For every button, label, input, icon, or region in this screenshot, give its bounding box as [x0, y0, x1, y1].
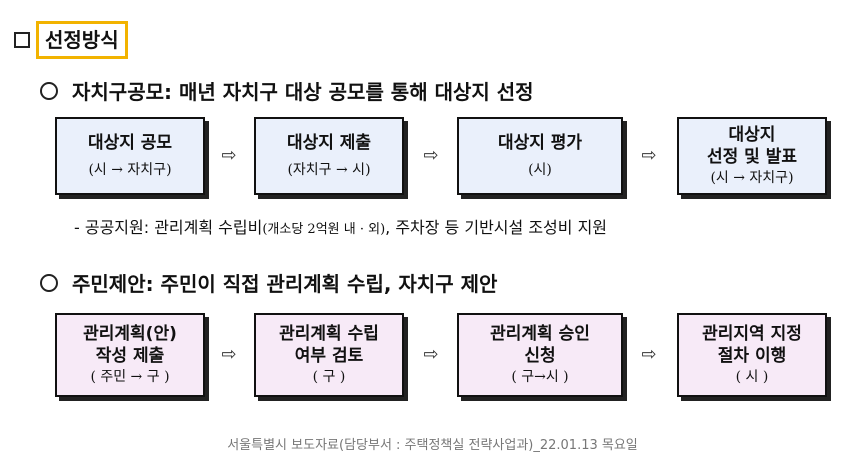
flow1-step4: 대상지 선정 및 발표 (시 → 자치구) — [677, 117, 827, 195]
step-sub: (시 → 자치구) — [710, 170, 794, 186]
section-heading: 선정방식 — [14, 20, 128, 60]
right-arrow-icon: ⇨ — [423, 145, 439, 166]
method2-title: 주민제안: 주민이 직접 관리계획 수립, 자치구 제안 — [72, 272, 498, 296]
step-title: 대상지 평가 — [497, 133, 583, 153]
step-title-line1: 관리계획 승인 — [490, 324, 590, 344]
step-sub: ( 구→시 ) — [511, 369, 569, 385]
right-arrow-icon: ⇨ — [221, 344, 237, 365]
flow2-step1: 관리계획(안) 작성 제출 ( 주민 → 구 ) — [55, 313, 205, 397]
step-sub: (시 → 자치구) — [88, 162, 172, 178]
step-sub: (시) — [528, 162, 552, 178]
method2-title-row: 주민제안: 주민이 직접 관리계획 수립, 자치구 제안 — [40, 268, 497, 297]
flow1-step3: 대상지 평가 (시) — [457, 117, 623, 195]
checkbox-icon — [14, 32, 30, 48]
step-title-line2: 신청 — [524, 346, 556, 366]
right-arrow-icon: ⇨ — [221, 145, 237, 166]
method1-title: 자치구공모: 매년 자치구 대상 공모를 통해 대상지 선정 — [72, 80, 534, 104]
flow1-step2: 대상지 제출 (자치구 → 시) — [254, 117, 404, 195]
step-title-line2: 선정 및 발표 — [706, 147, 798, 167]
source-footer: 서울특별시 보도자료(담당부서 : 주택정책실 전략사업과)_22.01.13 … — [227, 438, 638, 453]
method1-title-row: 자치구공모: 매년 자치구 대상 공모를 통해 대상지 선정 — [40, 76, 534, 105]
step-sub: ( 시 ) — [735, 369, 769, 385]
right-arrow-icon: ⇨ — [423, 344, 439, 365]
step-title: 대상지 공모 — [87, 133, 173, 153]
flow2-step2: 관리계획 수립 여부 검토 ( 구 ) — [254, 313, 404, 397]
flow2-step4: 관리지역 지정 절차 이행 ( 시 ) — [677, 313, 827, 397]
step-title-line1: 관리계획 수립 — [279, 324, 379, 344]
step-title: 대상지 제출 — [286, 133, 372, 153]
support-note: (개소당 2억원 내 · 외) — [262, 222, 386, 237]
flow2-step3: 관리계획 승인 신청 ( 구→시 ) — [457, 313, 623, 397]
step-title-line1: 관리계획(안) — [83, 324, 177, 344]
step-sub: ( 구 ) — [312, 369, 346, 385]
step-sub: (자치구 → 시) — [287, 162, 371, 178]
circle-bullet-icon — [40, 273, 58, 292]
step-title-line2: 작성 제출 — [95, 346, 165, 366]
step-title-line2: 여부 검토 — [294, 346, 364, 366]
circle-bullet-icon — [40, 81, 58, 100]
support-main: - 공공지원: 관리계획 수립비 — [74, 218, 263, 237]
flow1-step1: 대상지 공모 (시 → 자치구) — [55, 117, 205, 195]
section-title: 선정방식 — [36, 21, 128, 59]
right-arrow-icon: ⇨ — [641, 344, 657, 365]
right-arrow-icon: ⇨ — [641, 145, 657, 166]
support-line: - 공공지원: 관리계획 수립비(개소당 2억원 내 · 외), 주차장 등 기… — [74, 214, 607, 238]
step-title-line1: 대상지 — [728, 125, 776, 145]
step-sub: ( 주민 → 구 ) — [90, 369, 170, 385]
support-tail: , 주차장 등 기반시설 조성비 지원 — [385, 218, 608, 237]
step-title-line1: 관리지역 지정 — [702, 324, 802, 344]
step-title-line2: 절차 이행 — [717, 346, 787, 366]
